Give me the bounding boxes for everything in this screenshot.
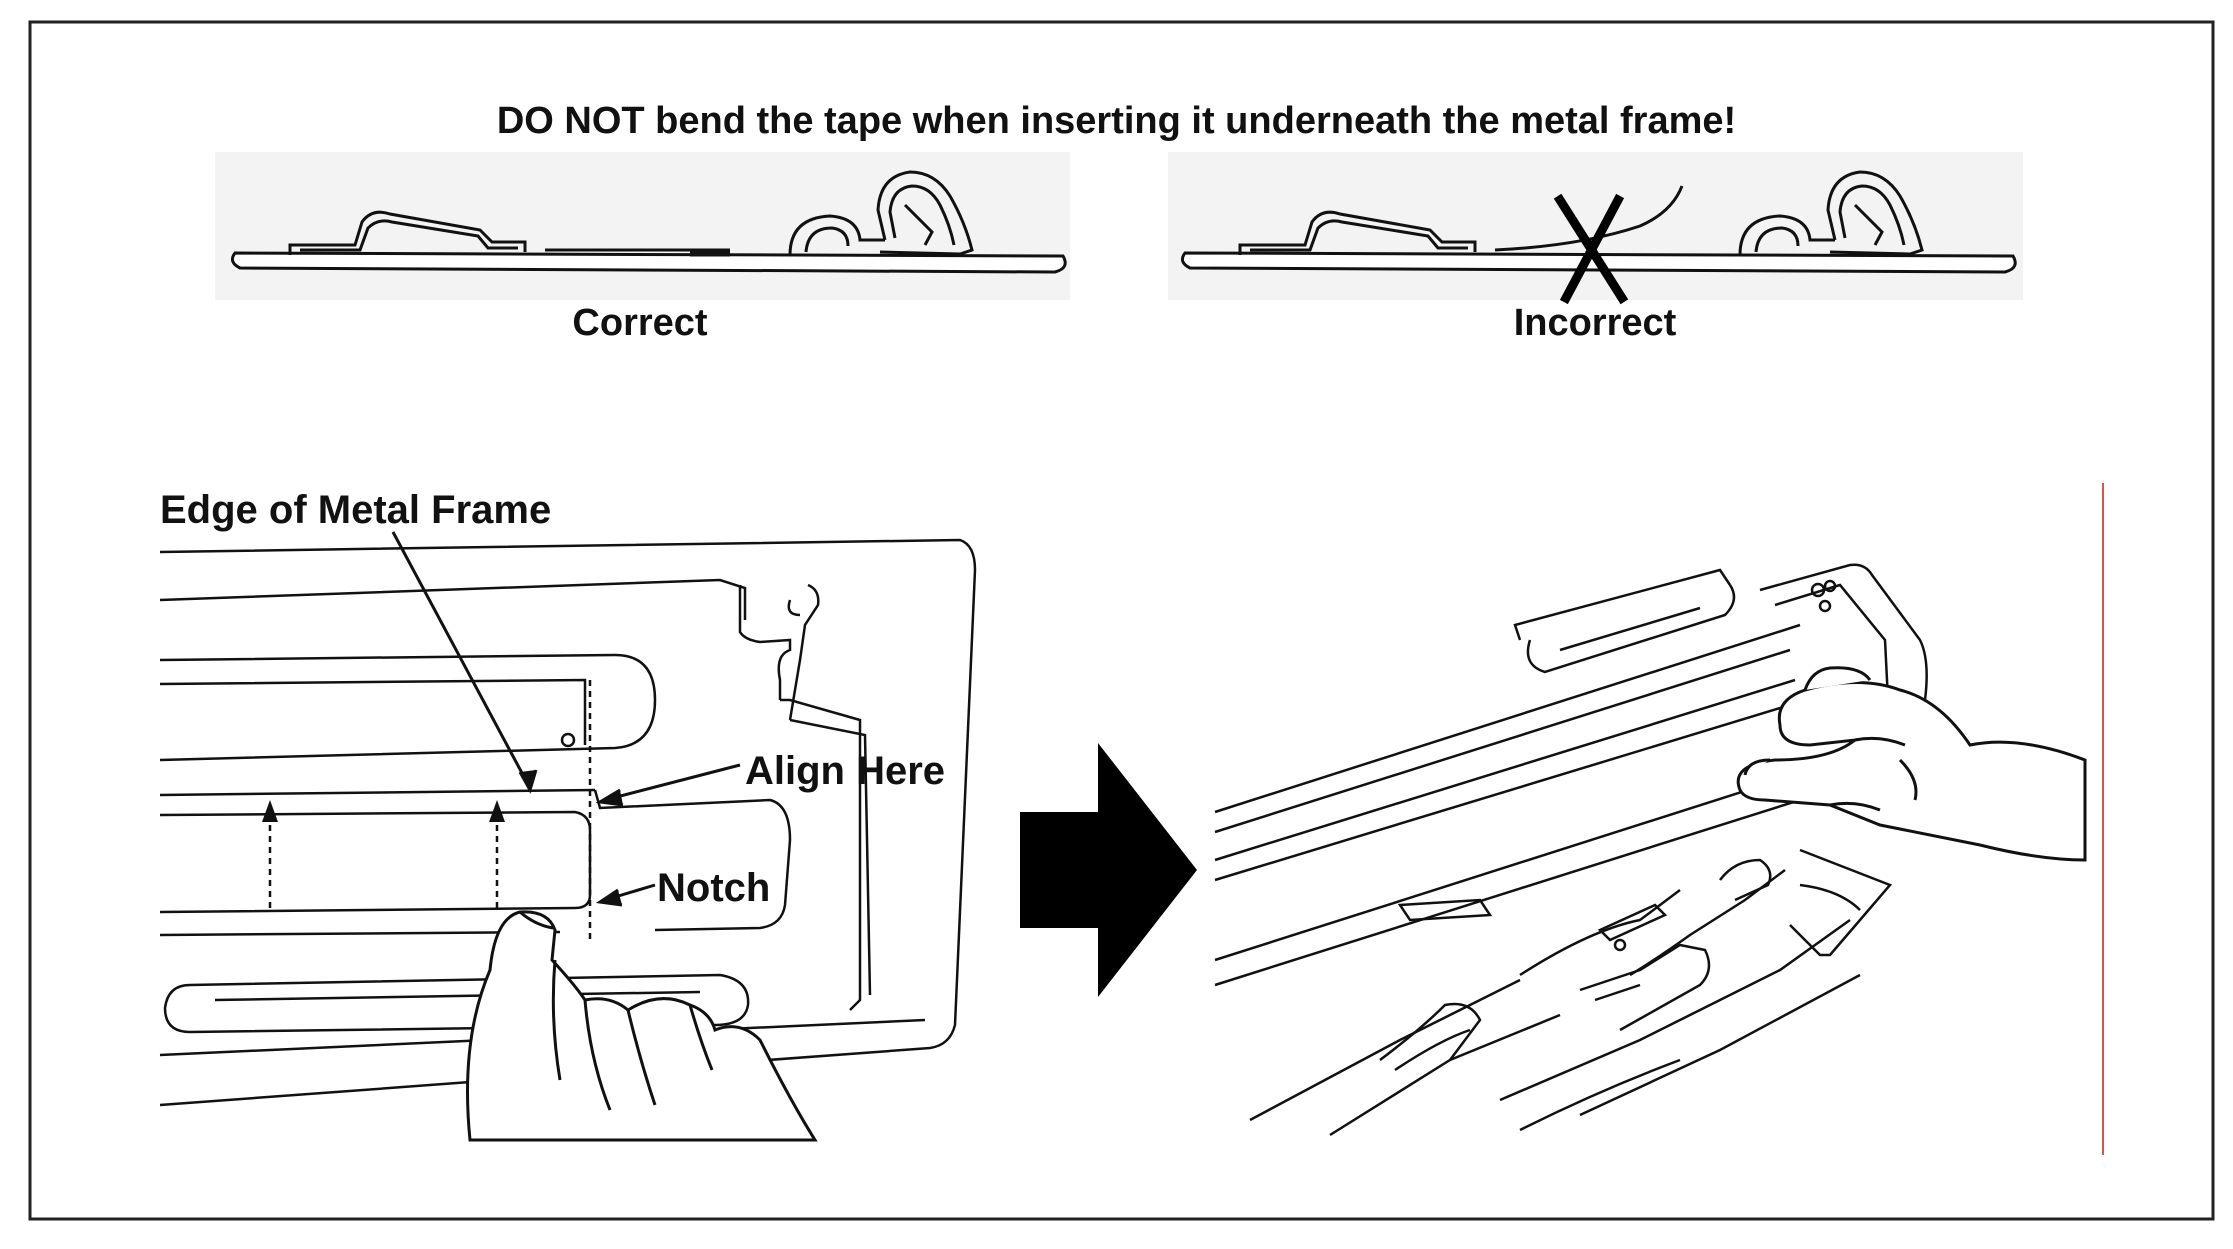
correct-illustration xyxy=(215,152,1070,300)
pointer-lines xyxy=(393,532,740,905)
hand-left xyxy=(468,912,816,1140)
hand-right xyxy=(1738,668,2085,860)
angled-frame-illustration xyxy=(1215,565,1927,1135)
label-incorrect: Incorrect xyxy=(1513,302,1677,344)
outer-border xyxy=(30,22,2213,1219)
heading: DO NOT bend the tape when inserting it u… xyxy=(496,100,1737,142)
label-correct: Correct xyxy=(572,302,708,344)
label-align-here: Align Here xyxy=(745,749,946,793)
label-edge-of-metal-frame: Edge of Metal Frame xyxy=(160,488,552,532)
step-arrow xyxy=(1020,743,1197,997)
label-notch: Notch xyxy=(657,866,771,910)
cross-mark xyxy=(1560,200,1622,298)
incorrect-illustration xyxy=(1168,152,2023,300)
